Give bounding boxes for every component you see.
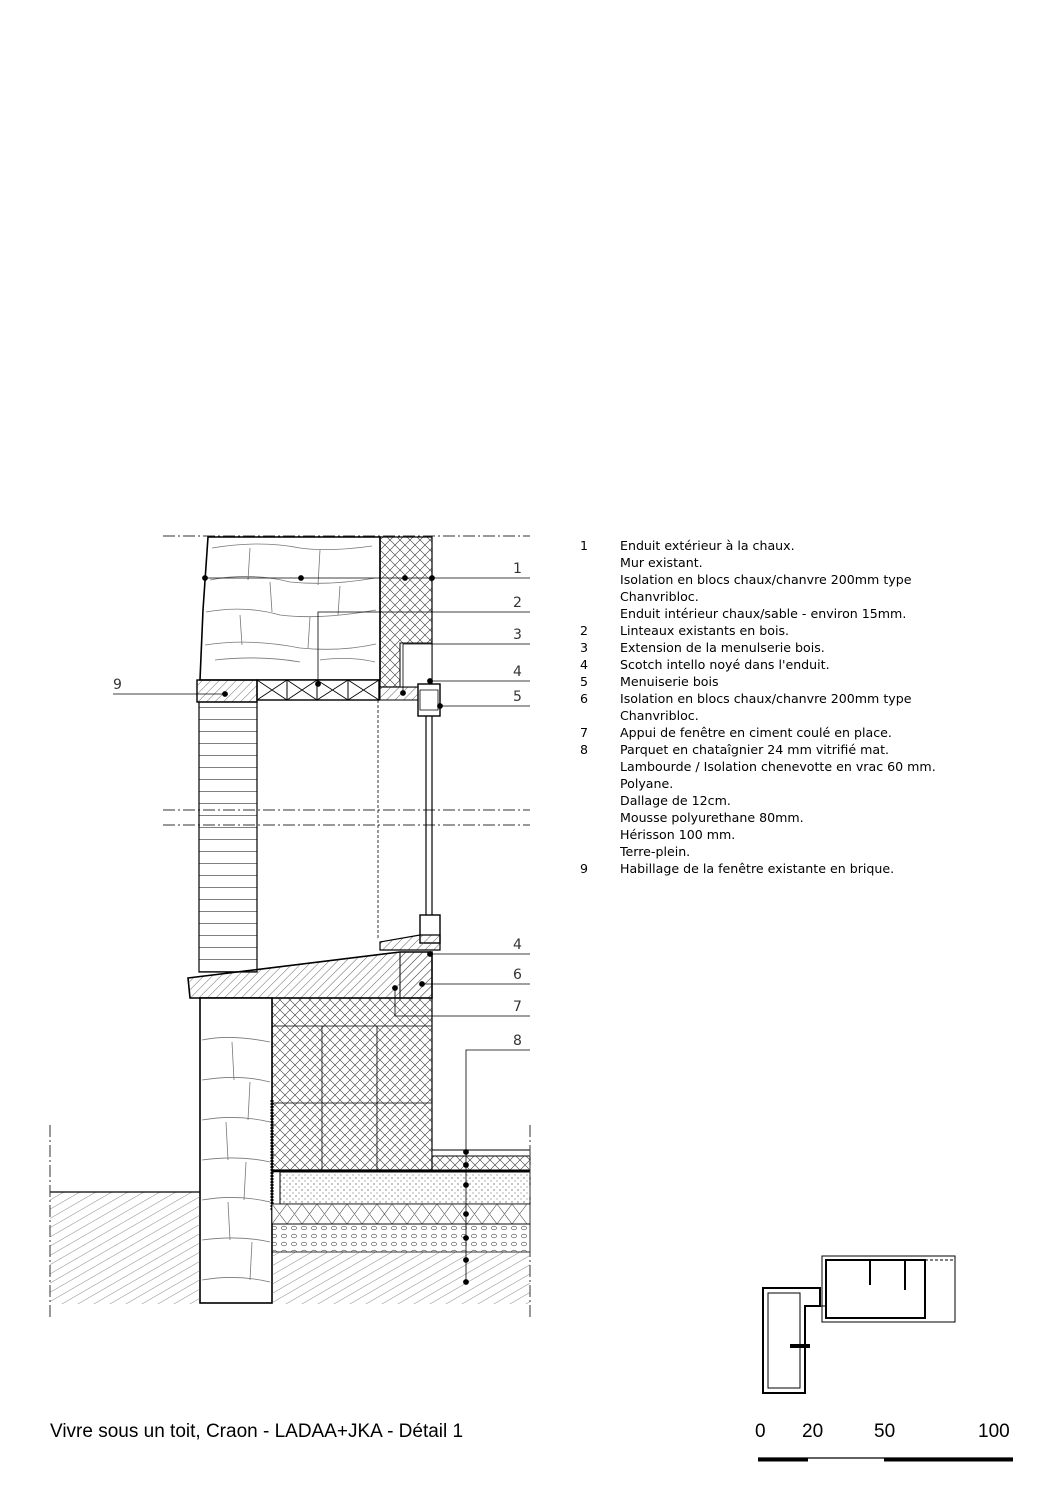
legend-item: 9 Habillage de la fenêtre existante en br…: [580, 860, 1000, 877]
legend-text: Appui de fenêtre en ciment coulé en plac…: [620, 724, 1000, 741]
callout-6: 6: [513, 967, 522, 983]
legend-line: Chanvribloc.: [620, 589, 699, 604]
scale-label-50: 50: [874, 1421, 896, 1442]
legend-text: Enduit extérieur à la chaux. Mur existant…: [620, 537, 1000, 622]
scale-label-20: 20: [802, 1421, 824, 1442]
callout-4-top: 4: [513, 664, 522, 680]
legend-line: Chanvribloc.: [620, 708, 699, 723]
callout-4-bottom: 4: [513, 937, 522, 953]
existing-stone-wall-bottom: [199, 997, 273, 1304]
floor-buildup: [271, 1149, 531, 1304]
legend-line: Linteaux existants en bois.: [620, 623, 790, 638]
legend-line: Scotch intello noyé dans l'enduit.: [620, 657, 830, 672]
legend-line: Lambourde / Isolation chenevotte en vrac…: [620, 759, 936, 774]
callout-5: 5: [513, 689, 522, 705]
legend-line: Dallage de 12cm.: [620, 793, 731, 808]
key-plan: [762, 1255, 956, 1394]
brick-window-lining: [198, 701, 258, 973]
legend-line: Menuiserie bois: [620, 674, 719, 689]
legend-item: 6 Isolation en blocs chaux/chanvre 200mm …: [580, 690, 1000, 724]
legend-text: Isolation en blocs chaux/chanvre 200mm t…: [620, 690, 1000, 724]
legend-item: 8 Parquet en chataîgnier 24 mm vitrifié m…: [580, 741, 1000, 860]
legend-item: 5 Menuiserie bois: [580, 673, 1000, 690]
legend-line: Terre-plein.: [620, 844, 691, 859]
legend-number: 2: [580, 623, 589, 638]
legend-number: 8: [580, 742, 589, 757]
legend-line: Parquet en chataîgnier 24 mm vitrifié ma…: [620, 742, 890, 757]
legend-line: Habillage de la fenêtre existante en bri…: [620, 861, 895, 876]
brick-window-lining-top: [196, 679, 258, 703]
legend-line: Isolation en blocs chaux/chanvre 200mm t…: [620, 691, 912, 706]
existing-stone-wall-top: [199, 536, 381, 681]
legend-line: Mur existant.: [620, 555, 703, 570]
callout-2: 2: [513, 595, 522, 611]
legend: 1 Enduit extérieur à la chaux. Mur existan…: [580, 537, 1000, 877]
legend-text: Scotch intello noyé dans l'enduit.: [620, 656, 1000, 673]
legend-line: Polyane.: [620, 776, 674, 791]
legend-text: Menuiserie bois: [620, 673, 1000, 690]
legend-number: 3: [580, 640, 589, 655]
legend-line: Enduit intérieur chaux/sable - environ 1…: [620, 606, 907, 621]
legend-number: 1: [580, 538, 589, 553]
legend-line: Enduit extérieur à la chaux.: [620, 538, 795, 553]
legend-line: Isolation en blocs chaux/chanvre 200mm t…: [620, 572, 912, 587]
legend-item: 3 Extension de la menulserie bois.: [580, 639, 1000, 656]
callout-3: 3: [513, 627, 522, 643]
legend-line: Appui de fenêtre en ciment coulé en plac…: [620, 725, 892, 740]
callout-9: 9: [113, 677, 122, 693]
legend-number: 6: [580, 691, 589, 706]
scale-label-0: 0: [755, 1421, 766, 1442]
callout-1: 1: [513, 561, 522, 577]
drawing-caption: Vivre sous un toit, Craon - LADAA+JKA - …: [50, 1421, 464, 1442]
legend-item: 1 Enduit extérieur à la chaux. Mur existan…: [580, 537, 1000, 622]
callout-8: 8: [513, 1033, 522, 1049]
legend-text: Linteaux existants en bois.: [620, 622, 1000, 639]
hemp-insulation-lower: [271, 997, 433, 1171]
legend-line: Hérisson 100 mm.: [620, 827, 736, 842]
window-joinery: [377, 683, 441, 951]
legend-number: 9: [580, 861, 589, 876]
legend-text: Parquet en chataîgnier 24 mm vitrifié ma…: [620, 741, 1000, 860]
legend-line: Mousse polyurethane 80mm.: [620, 810, 804, 825]
legend-number: 5: [580, 674, 589, 689]
legend-line: Extension de la menulserie bois.: [620, 640, 825, 655]
callout-numbers: 1 2 3 4 5 9 4 6 7 8: [113, 561, 522, 1049]
legend-item: 2 Linteaux existants en bois.: [580, 622, 1000, 639]
legend-text: Habillage de la fenêtre existante en bri…: [620, 860, 1000, 877]
legend-number: 4: [580, 657, 589, 672]
legend-number: 7: [580, 725, 589, 740]
legend-item: 7 Appui de fenêtre en ciment coulé en pla…: [580, 724, 1000, 741]
legend-item: 4 Scotch intello noyé dans l'enduit.: [580, 656, 1000, 673]
legend-text: Extension de la menulserie bois.: [620, 639, 1000, 656]
leader-lines: [113, 575, 530, 1285]
exterior-ground: [50, 1192, 200, 1304]
callout-7: 7: [513, 999, 522, 1015]
scale-bar: [758, 1457, 1013, 1462]
scale-label-100: 100: [978, 1421, 1010, 1442]
